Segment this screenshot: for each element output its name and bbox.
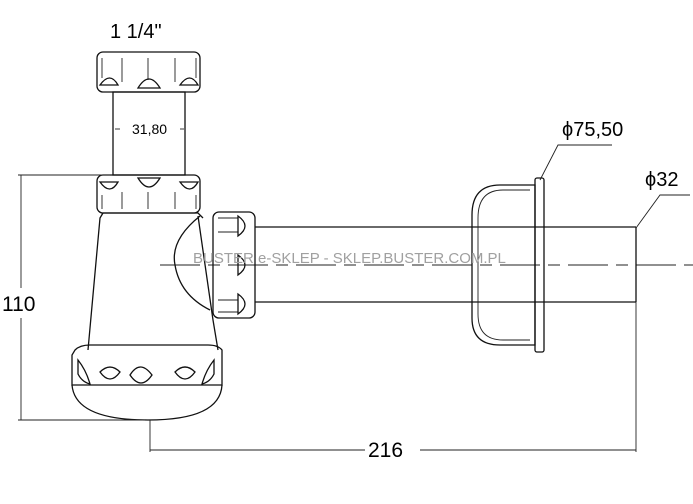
watermark: BUSTER e-SKLEP - SKLEP.BUSTER.COM.PL xyxy=(193,250,506,267)
pipe-diameter-label: ϕ32 xyxy=(645,169,678,191)
trap-body xyxy=(87,212,219,351)
thread-label: 1 1/4" xyxy=(110,21,162,43)
bottom-cup xyxy=(71,344,223,421)
side-nut xyxy=(212,211,256,319)
top-nut xyxy=(96,51,201,93)
flange-diameter-label: ϕ75,50 xyxy=(562,119,623,141)
lower-nut xyxy=(96,174,201,214)
dimension-lines xyxy=(18,144,690,452)
outlet-pipe xyxy=(255,226,637,303)
height-label: 110 xyxy=(2,293,35,316)
inner-diameter-label: 31,80 xyxy=(132,121,167,137)
length-label: 216 xyxy=(368,439,403,462)
wall-flange xyxy=(471,177,545,353)
